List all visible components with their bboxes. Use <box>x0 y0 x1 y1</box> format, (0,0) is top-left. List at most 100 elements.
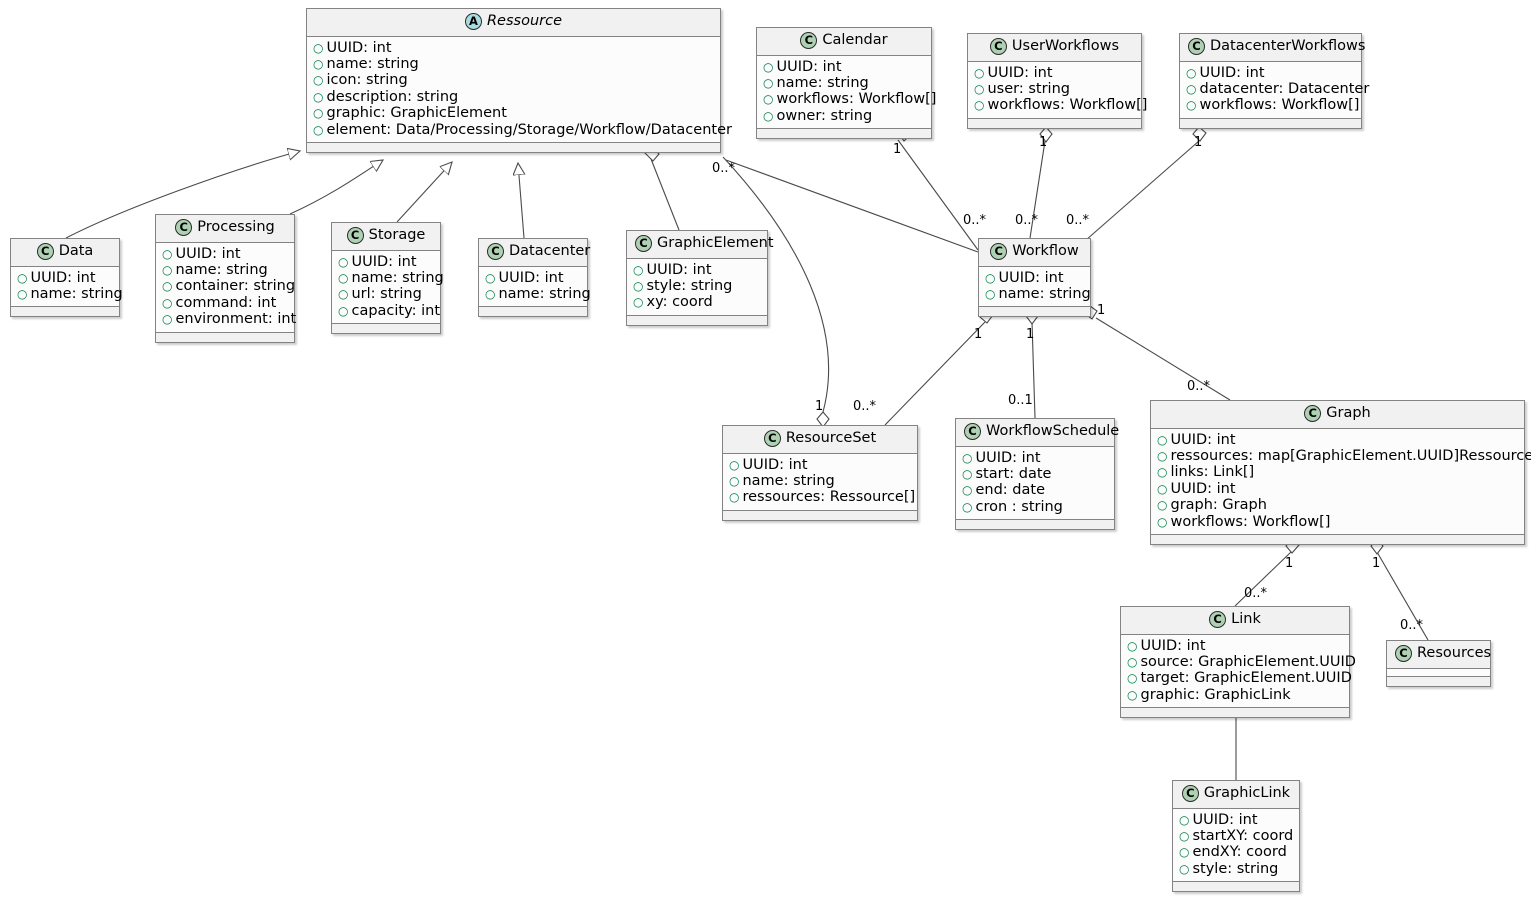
multiplicity-label: 0..* <box>1400 618 1424 633</box>
attribute-row: ○container: string <box>162 278 295 294</box>
visibility-public-icon: ○ <box>1127 638 1138 653</box>
class-name-userworkflows: UserWorkflows <box>1011 38 1120 54</box>
attribute-label: UUID: int <box>742 456 808 473</box>
attribute-row: ○datacenter: Datacenter <box>1186 81 1369 97</box>
visibility-public-icon: ○ <box>985 286 996 301</box>
visibility-public-icon: ○ <box>962 450 973 465</box>
attribute-label: container: string <box>175 278 296 295</box>
class-methods-userworkflows <box>968 118 1141 128</box>
class-header-graphicelement: C GraphicElement <box>627 231 774 259</box>
visibility-public-icon: ○ <box>1179 812 1190 827</box>
visibility-public-icon: ○ <box>162 246 173 261</box>
multiplicity-label: 1 <box>1285 556 1294 571</box>
attribute-label: UUID: int <box>326 39 392 56</box>
attribute-label: start: date <box>975 465 1052 482</box>
attribute-label: UUID: int <box>175 245 241 262</box>
attribute-label: endXY: coord <box>1192 844 1287 861</box>
class-name-resourceset: ResourceSet <box>785 430 877 446</box>
attribute-label: startXY: coord <box>1192 827 1294 844</box>
class-icon: C <box>635 235 652 252</box>
visibility-public-icon: ○ <box>313 106 324 121</box>
visibility-public-icon: ○ <box>1127 687 1138 702</box>
visibility-public-icon: ○ <box>985 270 996 285</box>
attribute-row: ○startXY: coord <box>1179 828 1293 844</box>
class-methods-data <box>11 307 119 317</box>
attribute-label: end: date <box>975 482 1045 499</box>
class-methods-workflowschedule <box>956 520 1114 530</box>
class-icon: C <box>1395 645 1412 662</box>
visibility-public-icon: ○ <box>1157 465 1168 480</box>
attribute-label: url: string <box>351 286 422 303</box>
edge-inheritance-storage <box>396 162 452 223</box>
attribute-row: ○user: string <box>974 81 1135 97</box>
class-icon: C <box>1209 611 1227 628</box>
class-icon: C <box>763 430 781 447</box>
edge-aggregation-workflow-resourceset <box>884 321 986 426</box>
visibility-public-icon: ○ <box>17 286 28 301</box>
class-attributes-storage: ○UUID: int○name: string○url: string○capa… <box>332 250 444 325</box>
visibility-public-icon: ○ <box>1157 448 1168 463</box>
attribute-row: ○ressources: Ressource[] <box>729 489 915 505</box>
attribute-row: ○name: string <box>17 286 123 302</box>
attribute-row: ○source: GraphicElement.UUID <box>1127 654 1356 670</box>
attribute-label: capacity: int <box>351 302 441 319</box>
attribute-row: ○workflows: Workflow[] <box>1157 514 1518 530</box>
multiplicity-label: 0..* <box>1244 586 1268 601</box>
visibility-public-icon: ○ <box>974 81 985 96</box>
visibility-public-icon: ○ <box>1127 654 1138 669</box>
attribute-label: links: Link[] <box>1170 464 1255 481</box>
attribute-row: ○links: Link[] <box>1157 464 1518 480</box>
visibility-public-icon: ○ <box>1186 65 1197 80</box>
multiplicity-label: 1 <box>974 327 983 342</box>
class-name-processing: Processing <box>197 219 275 235</box>
attribute-label: datacenter: Datacenter <box>1199 80 1370 97</box>
attribute-label: element: Data/Processing/Storage/Workflo… <box>326 121 732 138</box>
class-icon: C <box>175 219 193 236</box>
class-icon: C <box>1181 785 1199 802</box>
edge-inheritance-processing <box>289 160 383 215</box>
visibility-public-icon: ○ <box>313 56 324 71</box>
class-name-graphicelement: GraphicElement <box>657 235 774 251</box>
visibility-public-icon: ○ <box>962 483 973 498</box>
attribute-label: name: string <box>742 472 835 489</box>
class-icon: C <box>1188 38 1205 55</box>
class-attributes-graphiclink: ○UUID: int○startXY: coord○endXY: coord○s… <box>1173 808 1299 883</box>
attribute-row: ○description: string <box>313 89 714 105</box>
multiplicity-label: 0..* <box>1187 379 1211 394</box>
attribute-row: ○cron : string <box>962 499 1108 515</box>
attribute-row: ○name: string <box>729 473 911 489</box>
attribute-row: ○workflows: Workflow[] <box>1186 97 1359 113</box>
attribute-label: command: int <box>175 294 277 311</box>
class-attributes-ressource: ○UUID: int○name: string○icon: string○des… <box>307 36 732 143</box>
visibility-public-icon: ○ <box>162 295 173 310</box>
class-methods-link <box>1121 708 1349 718</box>
attribute-label: name: string <box>30 285 123 302</box>
attribute-row: ○name: string <box>485 286 591 302</box>
class-attributes-workflowschedule: ○UUID: int○start: date○end: date○cron : … <box>956 446 1114 521</box>
attribute-row: ○name: string <box>313 56 714 72</box>
multiplicity-label: 1 <box>1039 135 1048 150</box>
visibility-public-icon: ○ <box>763 75 774 90</box>
class-name-calendar: Calendar <box>822 32 888 48</box>
